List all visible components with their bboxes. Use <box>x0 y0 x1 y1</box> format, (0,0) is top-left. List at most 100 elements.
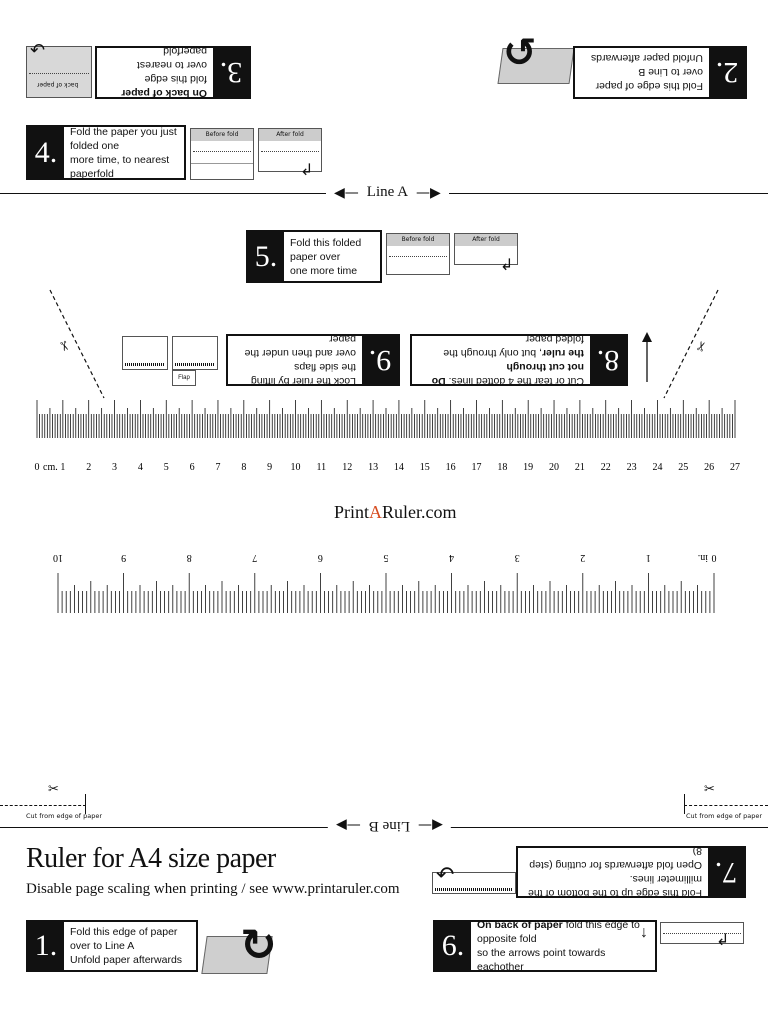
before-fold-label: Before fold <box>191 129 253 141</box>
ruler-unit-label: in. <box>698 552 708 563</box>
ruler-label: 25 <box>678 462 688 473</box>
step3-text-1: fold this edge <box>144 73 207 86</box>
page-title: Ruler for A4 size paper <box>26 843 276 874</box>
cut-from-edge-note-left: Cut from edge of paper <box>26 812 103 820</box>
cut-edge-tick-right <box>684 794 685 814</box>
ruler-label: 11 <box>317 462 327 473</box>
flap-label: Flap <box>178 375 190 381</box>
step8-text-2a: the ruler <box>541 347 584 359</box>
step2-box: 2. Fold this edge of paper over to Line … <box>573 46 747 99</box>
step4-box: 4. Fold the paper you just folded one mo… <box>26 125 186 180</box>
brand-pre: Print <box>334 502 370 522</box>
step7-text-2: Open fold afterwards for cutting (step 8… <box>529 845 702 871</box>
fold-arrow-icon: ↲ <box>716 932 730 949</box>
step6-text-2: so the arrows point towards eachother <box>477 947 606 973</box>
step-number: 9. <box>362 336 398 384</box>
ruler-label: 1 <box>646 552 651 563</box>
ruler-label: 5 <box>164 462 169 473</box>
ruler-label: 26 <box>704 462 714 473</box>
step4-text-2: more time, to nearest paperfold <box>70 153 170 180</box>
ruler-label: 13 <box>368 462 378 473</box>
ruler-label: 9 <box>121 552 126 563</box>
dotted-cut-line-left <box>49 289 105 399</box>
ruler-label: 4 <box>138 462 143 473</box>
step4-text-1: Fold the paper you just folded one <box>70 125 177 152</box>
arrow-left-icon: ◀— <box>334 184 359 201</box>
step9-diagram-2 <box>172 336 218 370</box>
brand-name: PrintARuler.com <box>334 502 457 523</box>
step1-box: 1. Fold this edge of paper over to Line … <box>26 920 198 972</box>
brand-post: Ruler.com <box>382 502 457 522</box>
step-number: 8. <box>590 336 626 384</box>
line-a-text: Line A <box>366 184 409 200</box>
ruler-label: 20 <box>549 462 559 473</box>
ruler-label: 0 <box>35 462 40 473</box>
ruler-label: 19 <box>523 462 533 473</box>
ruler-label: 16 <box>446 462 456 473</box>
ruler-label: 0 <box>712 552 717 563</box>
step-number: 5. <box>248 232 284 281</box>
line-b-text: Line B <box>368 818 411 834</box>
ruler-label: 14 <box>394 462 404 473</box>
before-fold-label: Before fold <box>387 234 449 246</box>
ruler-label: 7 <box>252 552 257 563</box>
before-fold-diagram: Before fold <box>386 233 450 275</box>
step6-box: 6. On back of paper fold this edge to op… <box>433 919 657 973</box>
ruler-label: 24 <box>652 462 662 473</box>
ruler-label: 22 <box>601 462 611 473</box>
ruler-label: 4 <box>449 552 454 563</box>
after-fold-diagram: After fold <box>258 128 322 172</box>
flap-diagram: Flap <box>172 370 196 386</box>
ruler-label: 8 <box>241 462 246 473</box>
ruler-label: 23 <box>627 462 637 473</box>
after-fold-diagram: After fold <box>454 233 518 265</box>
step5-box: 5. Fold this folded paper over one more … <box>246 230 382 283</box>
ruler-label: 17 <box>471 462 481 473</box>
step-number: 7. <box>708 848 744 896</box>
step3-box: 3. On back of paper fold this edge over … <box>95 46 251 100</box>
step1-text-1: Fold this edge of paper over to Line A <box>70 926 178 952</box>
step2-text-2: Unfold paper afterwards <box>590 52 703 65</box>
curved-arrow-icon: ↻ <box>240 921 277 970</box>
step8-text-1a: Cut or tear the 4 dotted lines. <box>448 375 584 387</box>
ruler-label: 21 <box>575 462 585 473</box>
ruler-label: 27 <box>730 462 740 473</box>
ruler-label: 5 <box>384 552 389 563</box>
step8-box: 8. Cut or tear the 4 dotted lines. Do no… <box>410 333 628 387</box>
step6-bold: On back of paper <box>477 919 563 931</box>
step9-text-1: Lock the ruler by lifting the side flaps <box>250 361 356 387</box>
ruler-label: 18 <box>497 462 507 473</box>
step7-text-1: Fold this edge up to the bottom of the m… <box>528 873 702 899</box>
step-number: 2. <box>709 48 745 97</box>
step-number: 6. <box>435 922 471 970</box>
ruler-label: 2 <box>86 462 91 473</box>
brand-accent: A <box>369 502 383 522</box>
curved-arrow-icon: ↶ <box>30 40 46 60</box>
step2-text-1: Fold this edge of paper over to Line B <box>595 66 703 93</box>
line-a-label: ◀— Line A —▶ <box>326 184 449 201</box>
step5-text-2: one more time <box>290 264 358 277</box>
ruler-label: 8 <box>187 552 192 563</box>
ruler-label: 6 <box>318 552 323 563</box>
cut-from-edge-note-right: Cut from edge of paper <box>686 812 763 820</box>
step-number: 4. <box>28 127 64 178</box>
ruler-label: 1 <box>60 462 65 473</box>
step7-box: 7. Fold this edge up to the bottom of th… <box>516 845 746 899</box>
step6-diagram <box>660 922 744 944</box>
ruler-label: 10 <box>53 552 63 563</box>
step6-text-1: fold this edge to opposite fold <box>477 919 640 945</box>
ruler-label: 12 <box>342 462 352 473</box>
step1-text-2: Unfold paper afterwards <box>70 954 183 966</box>
curved-arrow-icon: ↺ <box>503 31 537 75</box>
cut-edge-line-left <box>0 805 86 806</box>
fold-arrow-icon: ↲ <box>300 162 314 179</box>
step9-box: 9. Lock the ruler by lifting the side fl… <box>226 333 400 387</box>
cut-edge-tick-left <box>85 794 86 814</box>
ruler-unit-label: cm. <box>43 462 58 473</box>
ruler-label: 10 <box>291 462 301 473</box>
step3-bold: On back of paper <box>121 87 207 100</box>
down-arrow-icon: ↓ <box>640 924 648 941</box>
step5-text-1: Fold this folded paper over <box>290 236 362 263</box>
